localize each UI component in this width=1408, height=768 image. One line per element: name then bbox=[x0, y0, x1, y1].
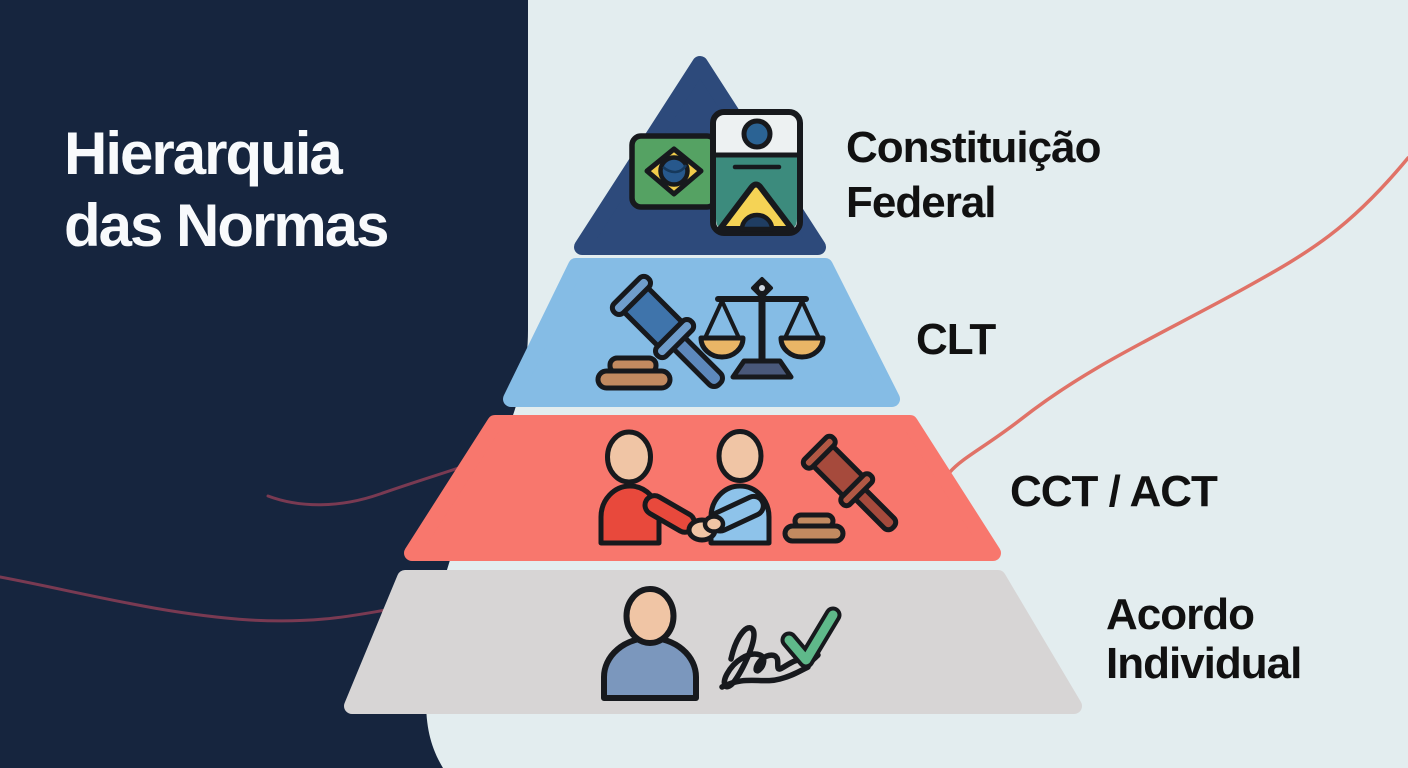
decor-wave-mid-left bbox=[266, 462, 472, 507]
handshake-people-icon bbox=[598, 429, 772, 546]
card-avatar bbox=[741, 118, 773, 150]
brazil-flag-icon bbox=[629, 133, 719, 210]
person-icon bbox=[601, 586, 699, 701]
scales-pan-right bbox=[778, 335, 826, 360]
card-mountain bbox=[717, 181, 795, 232]
flag-band bbox=[662, 164, 688, 174]
label-cct-act: CCT / ACT bbox=[1010, 467, 1218, 516]
card-arch bbox=[739, 212, 775, 232]
signature-icon bbox=[719, 625, 821, 690]
pyramid bbox=[344, 56, 1082, 714]
label-constituicao-federal: Constituição Federal bbox=[846, 123, 1101, 227]
tier-acordo-individual bbox=[344, 570, 1082, 714]
sound-block-base bbox=[595, 368, 673, 391]
constitution-card-icon bbox=[710, 109, 803, 236]
person-body bbox=[601, 635, 699, 701]
decor-wave-right bbox=[948, 156, 1408, 474]
decor-wave-bottom-left bbox=[0, 575, 394, 623]
gavel-icon-cct bbox=[782, 433, 899, 544]
page-title: Hierarquia das Normas bbox=[64, 120, 389, 259]
label-clt: CLT bbox=[916, 315, 996, 364]
person-head bbox=[623, 586, 677, 646]
person-red-head bbox=[605, 429, 653, 485]
scales-of-justice-icon bbox=[698, 277, 826, 380]
person-blue-head bbox=[716, 429, 764, 483]
gavel-icon-clt bbox=[595, 273, 725, 391]
scales-pan-left bbox=[698, 335, 746, 360]
tier-cct-act bbox=[404, 415, 1001, 561]
label-acordo-individual: Acordo Individual bbox=[1106, 590, 1302, 689]
scales-base bbox=[730, 358, 794, 380]
checkmark-icon bbox=[780, 606, 842, 669]
left-panel bbox=[0, 0, 528, 768]
